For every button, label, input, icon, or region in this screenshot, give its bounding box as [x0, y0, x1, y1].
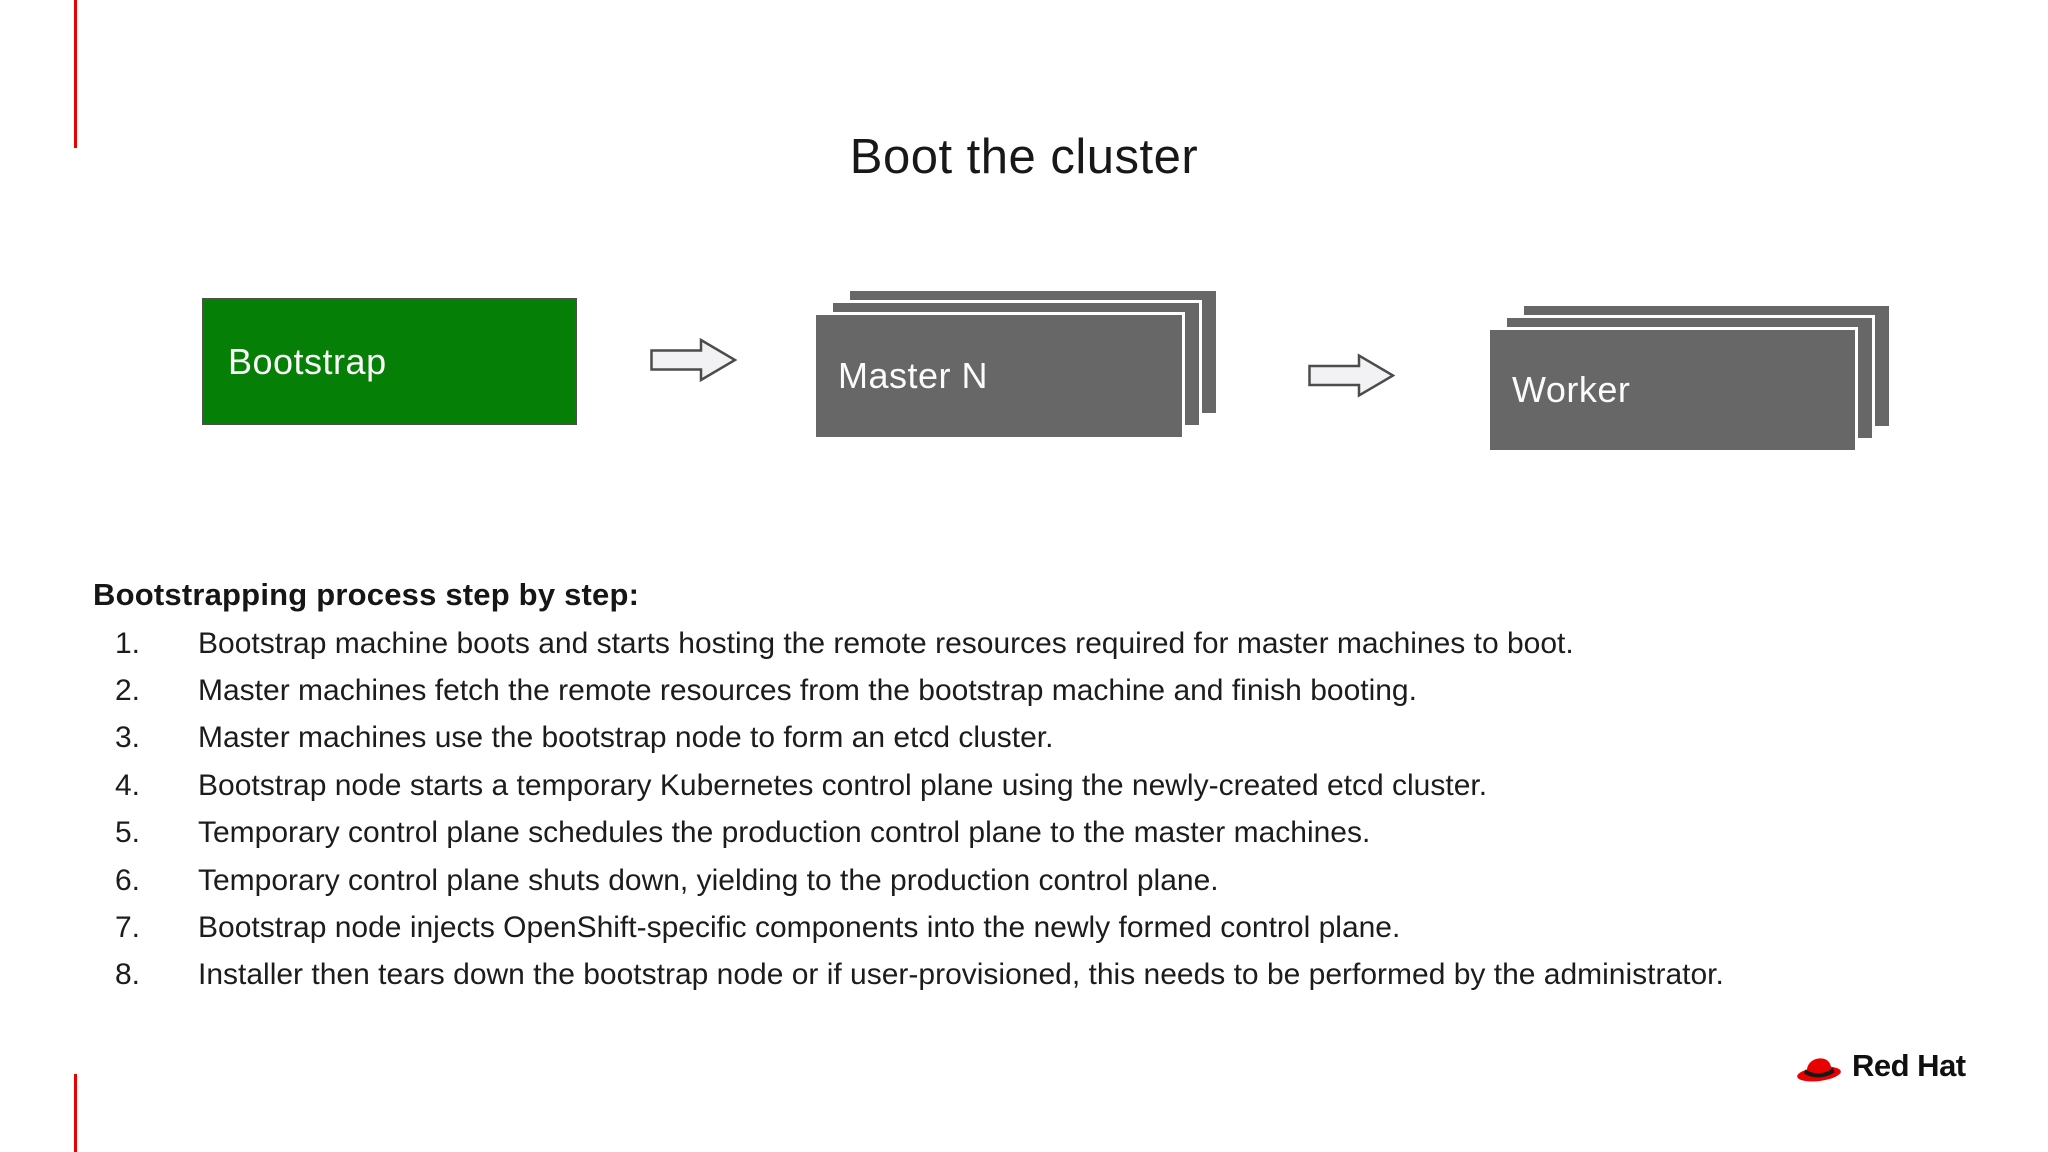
process-step: 7. Bootstrap node injects OpenShift-spec… — [93, 904, 1724, 951]
accent-line-top — [74, 0, 77, 148]
step-text: Installer then tears down the bootstrap … — [198, 958, 1724, 992]
node-bootstrap: Bootstrap — [202, 298, 577, 425]
node-worker-stack: Worker — [1487, 303, 1892, 453]
step-number: 7. — [114, 911, 140, 945]
process-step: 1. Bootstrap machine boots and starts ho… — [93, 620, 1724, 667]
step-text: Bootstrap machine boots and starts hosti… — [198, 626, 1574, 660]
node-master-front: Master N — [813, 312, 1185, 440]
process-step: 5. Temporary control plane schedules the… — [93, 810, 1724, 857]
node-bootstrap-label: Bootstrap — [228, 340, 387, 382]
step-text: Temporary control plane shuts down, yiel… — [198, 863, 1219, 897]
step-number: 4. — [114, 768, 140, 802]
arrow-right-icon — [1308, 353, 1395, 398]
accent-line-bottom — [74, 1074, 77, 1152]
process-step: 4. Bootstrap node starts a temporary Kub… — [93, 762, 1724, 809]
process-step-list: 1. Bootstrap machine boots and starts ho… — [93, 620, 1724, 999]
step-text: Bootstrap node injects OpenShift-specifi… — [198, 911, 1401, 945]
step-text: Bootstrap node starts a temporary Kubern… — [198, 768, 1488, 802]
process-step: 6. Temporary control plane shuts down, y… — [93, 857, 1724, 904]
node-master-stack: Master N — [813, 288, 1219, 440]
node-worker-front: Worker — [1487, 327, 1858, 453]
slide-title: Boot the cluster — [849, 129, 1199, 184]
step-number: 1. — [114, 626, 140, 660]
step-number: 8. — [114, 958, 140, 992]
step-text: Master machines use the bootstrap node t… — [198, 721, 1054, 755]
node-worker-label: Worker — [1512, 369, 1631, 410]
arrow-right-icon — [650, 338, 737, 382]
step-number: 2. — [114, 674, 140, 708]
redhat-logo: Red Hat — [1795, 1048, 1966, 1084]
redhat-wordmark: Red Hat — [1852, 1048, 1966, 1083]
step-number: 5. — [114, 816, 140, 850]
step-text: Temporary control plane schedules the pr… — [198, 816, 1371, 850]
redhat-fedora-icon — [1797, 1058, 1841, 1082]
node-master-label: Master N — [838, 355, 989, 396]
step-text: Master machines fetch the remote resourc… — [198, 674, 1417, 708]
process-heading: Bootstrapping process step by step: — [93, 577, 640, 612]
process-step: 8. Installer then tears down the bootstr… — [93, 952, 1724, 999]
process-step: 3. Master machines use the bootstrap nod… — [93, 715, 1724, 762]
step-number: 3. — [114, 721, 140, 755]
process-step: 2. Master machines fetch the remote reso… — [93, 667, 1724, 714]
step-number: 6. — [114, 863, 140, 897]
